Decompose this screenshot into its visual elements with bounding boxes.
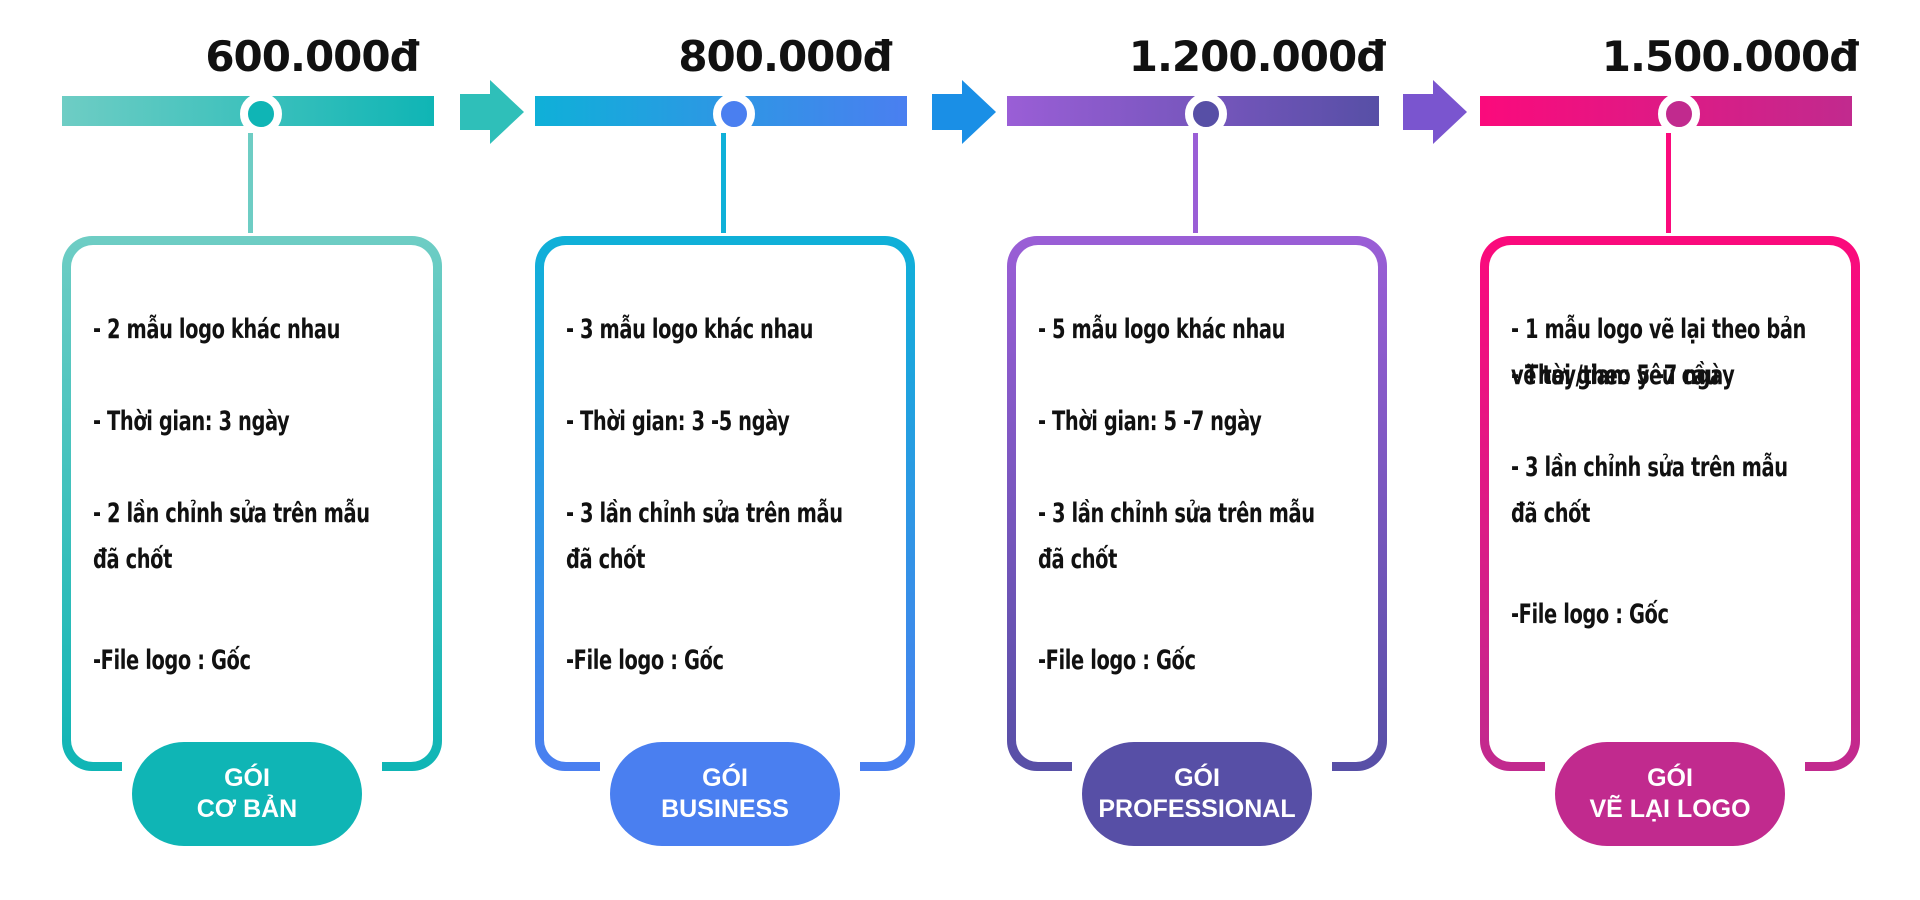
arrow-right-icon <box>460 80 524 144</box>
plan-badge[interactable]: GÓI PROFESSIONAL <box>1082 742 1312 846</box>
timeline-connector <box>1666 133 1671 233</box>
plan-redraw-logo: 1.500.000đ - 1 mẫu logo vẽ lại theo bản … <box>1480 0 1860 900</box>
feature-item: - 2 mẫu logo khác nhau <box>93 314 341 345</box>
timeline-node <box>1658 93 1700 135</box>
badge-line: GÓI <box>1174 764 1220 792</box>
feature-item: -File logo : Gốc <box>566 645 724 676</box>
feature-item: - 2 lần chỉnh sửa trên mẫu đã chốt <box>93 498 370 575</box>
badge-line: GÓI <box>1647 764 1693 792</box>
plan-card: - 1 mẫu logo vẽ lại theo bản vẽ tay/theo… <box>1480 236 1860 771</box>
arrow-right-icon <box>1403 80 1467 144</box>
plan-basic: 600.000đ - 2 mẫu logo khác nhau - Thời g… <box>62 0 442 900</box>
badge-line: BUSINESS <box>661 795 789 823</box>
arrow-right-icon <box>932 80 996 144</box>
timeline-connector <box>248 133 253 233</box>
badge-line: GÓI <box>224 764 270 792</box>
feature-item: -File logo : Gốc <box>93 645 251 676</box>
feature-item: -File logo : Gốc <box>1511 599 1669 630</box>
feature-item: -File logo : Gốc <box>1038 645 1196 676</box>
plan-badge[interactable]: GÓI VẼ LẠI LOGO <box>1555 742 1785 846</box>
plan-business: 800.000đ - 3 mẫu logo khác nhau - Thời g… <box>535 0 915 900</box>
feature-item: - Thời gian: 3 -5 ngày <box>566 406 790 437</box>
badge-line: CƠ BẢN <box>196 795 298 823</box>
feature-item: - 3 lần chỉnh sửa trên mẫu đã chốt <box>1038 498 1315 575</box>
feature-item: - 5 mẫu logo khác nhau <box>1038 314 1286 345</box>
badge-line: PROFESSIONAL <box>1098 795 1296 823</box>
plan-price: 800.000đ <box>678 32 892 81</box>
plan-price: 600.000đ <box>205 32 419 81</box>
timeline-connector <box>1193 133 1198 233</box>
plan-badge[interactable]: GÓI BUSINESS <box>610 742 840 846</box>
feature-item: - 3 mẫu logo khác nhau <box>566 314 814 345</box>
plan-professional: 1.200.000đ - 5 mẫu logo khác nhau - Thời… <box>1007 0 1387 900</box>
plan-price: 1.500.000đ <box>1601 32 1860 81</box>
feature-item: - 3 lần chỉnh sửa trên mẫu đã chốt <box>566 498 843 575</box>
feature-item: - Thời gian: 3 ngày <box>93 406 290 437</box>
badge-line: GÓI <box>702 764 748 792</box>
plan-card: - 5 mẫu logo khác nhau - Thời gian: 5 -7… <box>1007 236 1387 771</box>
timeline-connector <box>721 133 726 233</box>
timeline-node <box>1185 93 1227 135</box>
timeline-node <box>240 93 282 135</box>
plan-card: - 2 mẫu logo khác nhau - Thời gian: 3 ng… <box>62 236 442 771</box>
plan-card: - 3 mẫu logo khác nhau - Thời gian: 3 -5… <box>535 236 915 771</box>
feature-item: - Thời gian: 5 -7 ngày <box>1038 406 1262 437</box>
feature-item: - 1 mẫu logo vẽ lại theo bản vẽ tay/theo… <box>1511 314 1806 391</box>
feature-item: - 3 lần chỉnh sửa trên mẫu đã chốt <box>1511 452 1788 529</box>
timeline-node <box>713 93 755 135</box>
plan-price: 1.200.000đ <box>1128 32 1387 81</box>
badge-line: VẼ LẠI LOGO <box>1589 795 1751 823</box>
feature-item: - Thời gian: 5 -7 ngày <box>1511 360 1735 391</box>
plan-badge[interactable]: GÓI CƠ BẢN <box>132 742 362 846</box>
